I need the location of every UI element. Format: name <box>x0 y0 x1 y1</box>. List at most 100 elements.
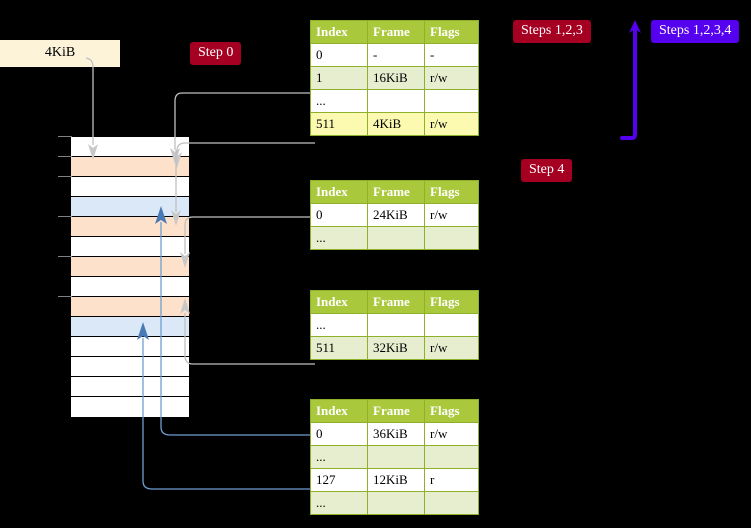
memory-block <box>71 397 189 417</box>
cell-frame <box>367 226 425 250</box>
cell-flags: - <box>424 43 479 67</box>
memory-block <box>71 157 189 177</box>
memory-block <box>71 257 189 277</box>
cell-index: ... <box>310 491 368 515</box>
cell-index: ... <box>310 226 368 250</box>
table-row: 0 24KiB r/w <box>310 203 479 227</box>
table-row: 1 16KiB r/w <box>310 66 479 90</box>
cell-frame: 16KiB <box>367 66 425 90</box>
column-header-frame: Frame <box>367 20 425 44</box>
memory-block <box>71 177 189 197</box>
scale-tick <box>58 216 72 217</box>
table-header-row: Index Frame Flags <box>310 290 479 314</box>
cell-index: ... <box>310 313 368 337</box>
table-row: 511 4KiB r/w <box>310 112 479 136</box>
cell-frame <box>367 313 425 337</box>
cell-frame <box>367 445 425 469</box>
memory-block <box>71 337 189 357</box>
table-row: 511 32KiB r/w <box>310 336 479 360</box>
connector-4kib-to-block <box>85 57 98 160</box>
column-header-frame: Frame <box>367 290 425 314</box>
column-header-index: Index <box>310 20 368 44</box>
cell-frame: 12KiB <box>367 468 425 492</box>
cell-flags: r/w <box>424 203 479 227</box>
column-header-index: Index <box>310 180 368 204</box>
column-header-frame: Frame <box>367 180 425 204</box>
page-table-level-1: Index Frame Flags 0 24KiB r/w ... <box>310 180 479 250</box>
connector-pt0-row511-to-block <box>172 142 315 168</box>
cell-flags <box>424 491 479 515</box>
cell-frame: 24KiB <box>367 203 425 227</box>
memory-block <box>71 137 189 157</box>
cell-flags: r/w <box>424 336 479 360</box>
page-table-level-2: Index Frame Flags ... 511 32KiB r/w <box>310 290 479 360</box>
cell-flags: r/w <box>424 112 479 136</box>
cell-index: ... <box>310 445 368 469</box>
cell-frame: 4KiB <box>367 112 425 136</box>
cell-index: 0 <box>310 43 368 67</box>
cell-frame <box>367 491 425 515</box>
connector-pt1-row0-to-block <box>180 216 315 268</box>
return-arrow-violet <box>620 20 641 140</box>
cell-flags <box>424 445 479 469</box>
cell-flags <box>424 89 479 113</box>
table-header-row: Index Frame Flags <box>310 20 479 44</box>
scale-tick <box>58 136 72 137</box>
table-row: ... <box>310 89 479 113</box>
memory-block <box>71 297 189 317</box>
cell-flags: r/w <box>424 422 479 446</box>
column-header-flags: Flags <box>424 20 479 44</box>
memory-block <box>71 377 189 397</box>
cell-flags <box>424 313 479 337</box>
connector-block-chain-down <box>171 150 181 226</box>
connector-pt3-row0-to-block <box>155 206 315 436</box>
cell-flags: r/w <box>424 66 479 90</box>
table-header-row: Index Frame Flags <box>310 180 479 204</box>
cell-flags: r <box>424 468 479 492</box>
cell-index: 1 <box>310 66 368 90</box>
table-row: 0 36KiB r/w <box>310 422 479 446</box>
scale-tick <box>58 296 72 297</box>
table-row: 127 12KiB r <box>310 468 479 492</box>
scale-tick <box>58 156 72 157</box>
scale-tick <box>58 256 72 257</box>
cell-index: 511 <box>310 336 368 360</box>
page-table-level-0: Index Frame Flags 0 - - 1 16KiB r/w ... … <box>310 20 479 136</box>
cell-frame <box>367 89 425 113</box>
table-row: ... <box>310 445 479 469</box>
memory-block <box>71 237 189 257</box>
cell-index: 127 <box>310 468 368 492</box>
table-header-row: Index Frame Flags <box>310 399 479 423</box>
memory-size-label: 4KiB <box>0 40 120 67</box>
cell-index: 0 <box>310 203 368 227</box>
memory-block <box>71 317 189 337</box>
step-4-badge: Step 4 <box>521 159 573 182</box>
column-header-flags: Flags <box>424 399 479 423</box>
scale-tick <box>58 176 72 177</box>
memory-block <box>71 277 189 297</box>
table-row: ... <box>310 491 479 515</box>
column-header-index: Index <box>310 290 368 314</box>
step-0-badge: Step 0 <box>190 42 242 65</box>
cell-frame: 36KiB <box>367 422 425 446</box>
table-row: ... <box>310 313 479 337</box>
table-row: 0 - - <box>310 43 479 67</box>
column-header-index: Index <box>310 399 368 423</box>
connector-pt3-row127-to-block <box>137 322 314 490</box>
memory-block <box>71 217 189 237</box>
table-row: ... <box>310 226 479 250</box>
column-header-flags: Flags <box>424 180 479 204</box>
steps-1234-badge: Steps 1,2,3,4 <box>651 20 740 43</box>
cell-index: ... <box>310 89 368 113</box>
cell-frame: 32KiB <box>367 336 425 360</box>
steps-123-badge: Steps 1,2,3 <box>513 20 591 43</box>
memory-block <box>71 357 189 377</box>
column-header-frame: Frame <box>367 399 425 423</box>
cell-frame: - <box>367 43 425 67</box>
column-header-flags: Flags <box>424 290 479 314</box>
cell-index: 511 <box>310 112 368 136</box>
cell-index: 0 <box>310 422 368 446</box>
connector-pt2-row511-to-block <box>180 298 315 365</box>
page-table-level-3: Index Frame Flags 0 36KiB r/w ... 127 12… <box>310 399 479 515</box>
